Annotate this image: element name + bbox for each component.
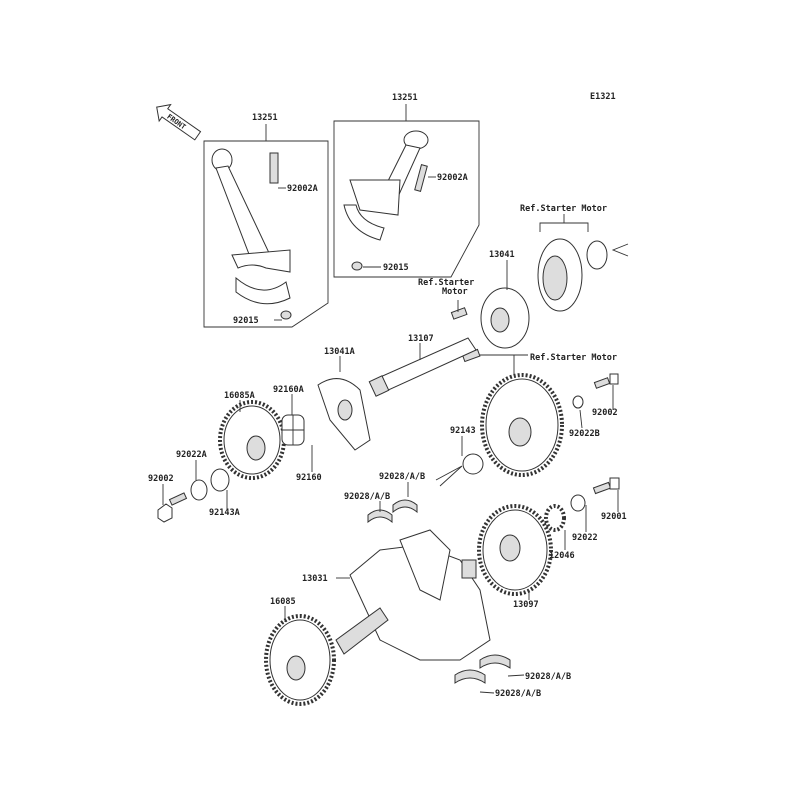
part-labels: E1321 13251 13251 92002A 92002A 92015 92… <box>148 92 627 699</box>
front-arrow-icon: FRONT <box>156 103 202 141</box>
gear-13097 <box>477 504 553 596</box>
rod-kit-box-left <box>203 140 329 328</box>
label-92143[interactable]: 92143 <box>450 426 476 436</box>
connecting-rod-right <box>343 130 429 271</box>
gear-16085 <box>264 614 336 706</box>
label-ref-starter-mid[interactable]: Ref.Starter <box>418 278 474 288</box>
bearing-shell <box>392 499 418 514</box>
damper <box>281 414 305 446</box>
bushing-92143 <box>462 453 484 475</box>
hub <box>317 378 371 451</box>
label-92022[interactable]: 92022 <box>572 533 598 543</box>
label-ref-starter-motor-low[interactable]: Ref.Starter Motor <box>530 353 617 363</box>
label-92028-lower-2[interactable]: 92028/A/B <box>495 689 541 699</box>
starter-gear <box>480 373 564 477</box>
label-13251-left[interactable]: 13251 <box>252 113 278 123</box>
bearing-shell <box>454 669 486 684</box>
label-13041a[interactable]: 13041A <box>324 347 355 357</box>
label-92002-right[interactable]: 92002 <box>592 408 618 418</box>
washer-92022b <box>572 395 584 409</box>
bolt-92002-right <box>593 373 619 389</box>
bearing-shell <box>367 509 393 524</box>
washer-92022 <box>570 494 586 512</box>
label-13041[interactable]: 13041 <box>489 250 515 260</box>
label-16085a[interactable]: 16085A <box>224 391 255 401</box>
label-92015-right[interactable]: 92015 <box>383 263 409 273</box>
starter-clutch <box>450 238 608 363</box>
washer-92022a <box>190 479 208 501</box>
rod-kit-box-right <box>333 120 480 278</box>
label-92002a-left[interactable]: 92002A <box>287 184 318 194</box>
label-ref-starter-motor-top[interactable]: Ref.Starter Motor <box>520 204 607 214</box>
label-92022a[interactable]: 92022A <box>176 450 207 460</box>
shaft <box>368 337 477 397</box>
diagram-code: E1321 <box>590 92 616 102</box>
label-92143a[interactable]: 92143A <box>209 508 240 518</box>
connecting-rod-left <box>211 148 292 320</box>
label-16085[interactable]: 16085 <box>270 597 296 607</box>
label-12046[interactable]: 12046 <box>549 551 575 561</box>
gear-16085a <box>218 400 286 480</box>
gear-12046 <box>544 504 566 532</box>
label-92028-lower-1[interactable]: 92028/A/B <box>525 672 571 682</box>
label-13097[interactable]: 13097 <box>513 600 539 610</box>
label-92160[interactable]: 92160 <box>296 473 322 483</box>
bolt-left <box>157 492 188 523</box>
label-92001[interactable]: 92001 <box>601 512 627 522</box>
bearing-shell <box>479 654 511 669</box>
label-92028-upper-1[interactable]: 92028/A/B <box>379 472 425 482</box>
label-92022b[interactable]: 92022B <box>569 429 600 439</box>
label-92002a-right[interactable]: 92002A <box>437 173 468 183</box>
label-92015-left[interactable]: 92015 <box>233 316 259 326</box>
crankshaft <box>335 529 491 661</box>
label-92002-left[interactable]: 92002 <box>148 474 174 484</box>
label-92160a[interactable]: 92160A <box>273 385 304 395</box>
label-92028-upper-2[interactable]: 92028/A/B <box>344 492 390 502</box>
label-ref-starter-mid-motor[interactable]: Motor <box>442 287 468 297</box>
label-13107[interactable]: 13107 <box>408 334 434 344</box>
label-13031[interactable]: 13031 <box>302 574 328 584</box>
collar-92143a <box>210 468 230 492</box>
bolt-92001 <box>592 477 620 495</box>
label-13251-right[interactable]: 13251 <box>392 93 418 103</box>
